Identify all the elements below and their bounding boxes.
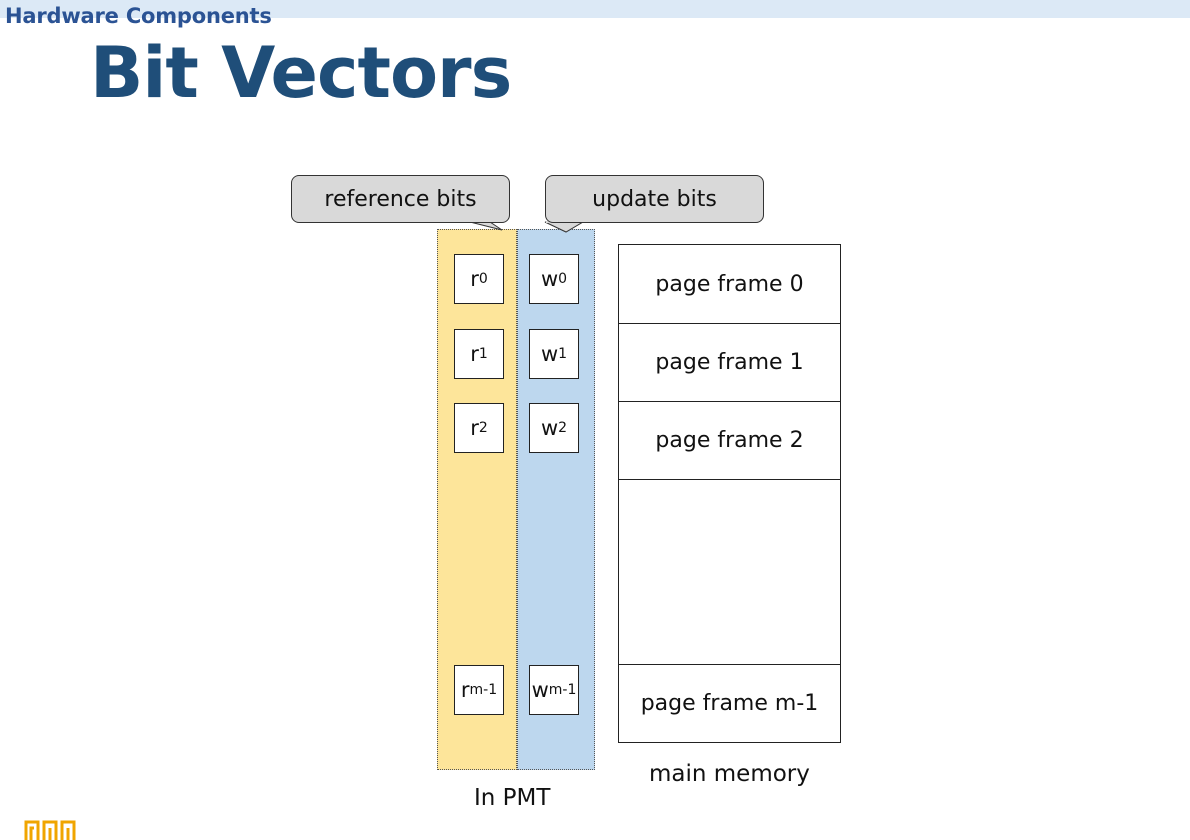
bit-subscript: 0 [478,271,488,287]
bit-subscript: 2 [478,420,488,436]
main-memory-block: page frame 0 page frame 1 page frame 2 p… [618,244,841,743]
section-label: Hardware Components [5,4,272,28]
bit-base: w [540,267,559,291]
frame-divider [619,479,840,480]
slide-title: Bit Vectors [90,32,512,114]
main-memory-caption: main memory [649,761,810,787]
frame-divider [619,323,840,324]
university-logo-icon [24,820,76,840]
bit-subscript: m-1 [548,682,577,698]
bit-subscript: 1 [478,346,488,362]
bit-subscript: m-1 [469,682,498,698]
page-frame: page frame 0 [655,271,804,297]
page-frame-gap [619,479,840,664]
bit-base: w [531,678,549,702]
page-frame: page frame 2 [655,427,804,453]
frame-divider [619,664,840,665]
page-frame: page frame m-1 [640,690,819,716]
pmt-caption: In PMT [474,785,551,811]
frame-divider [619,401,840,402]
bit-base: r [470,267,479,291]
page-frame: page frame 1 [655,349,804,375]
header-bar [0,0,1190,18]
reference-bits-callout: reference bits [291,175,510,223]
bit-base: r [470,416,479,440]
bit-subscript: 0 [558,271,568,287]
update-bits-callout: update bits [545,175,764,223]
bit-base: w [540,342,559,366]
bit-subscript: 1 [558,346,568,362]
bit-subscript: 2 [558,420,568,436]
bit-base: r [460,678,470,702]
bit-base: w [540,416,559,440]
bit-base: r [470,342,479,366]
